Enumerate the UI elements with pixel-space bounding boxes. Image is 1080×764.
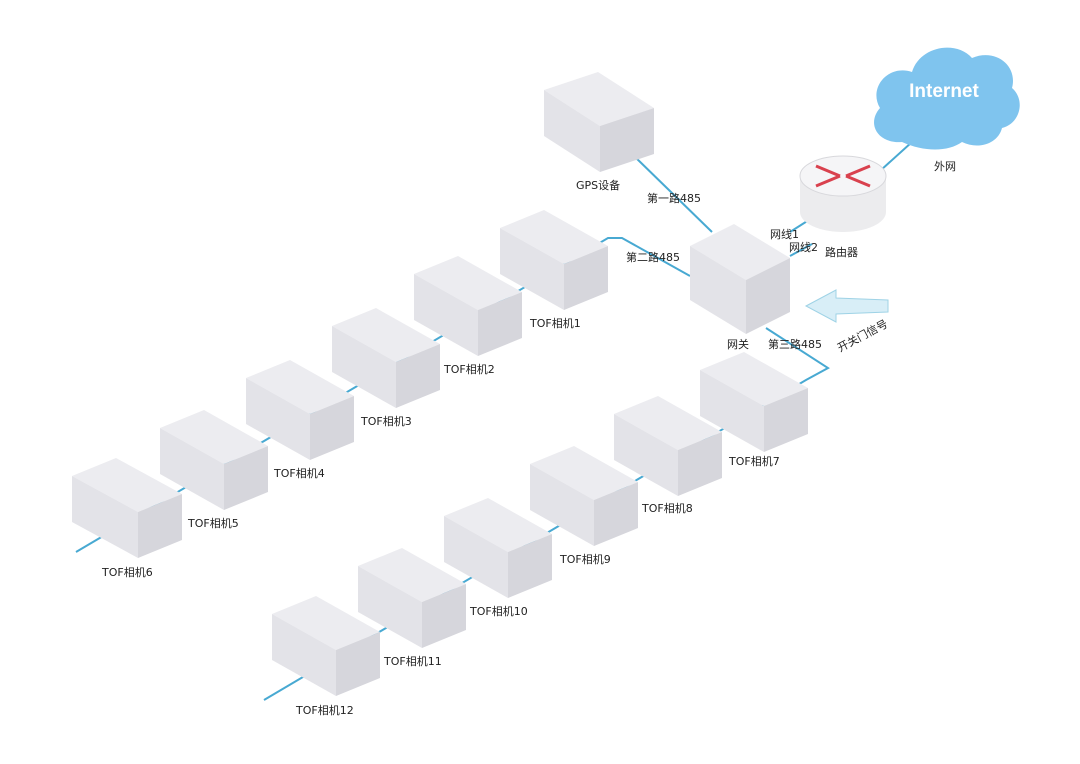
camera-8 [614,396,722,496]
camera-2-label: TOF相机2 [443,362,495,376]
network-cable-2-label: 网线2 [789,240,818,254]
camera-7-label: TOF相机7 [728,454,780,468]
camera-10 [444,498,552,598]
gateway-side [746,258,790,334]
camera-7 [700,352,808,452]
camera-4 [246,360,354,460]
camera-9 [530,446,638,546]
camera-2 [414,256,522,356]
camera-8-label: TOF相机8 [641,501,693,515]
camera-3 [332,308,440,408]
router [799,155,887,232]
camera-4-label: TOF相机4 [273,466,325,480]
gateway [690,224,790,334]
labels: GPS设备 第一路485 第二路485 第三路485 网线1 网线2 路由器 外… [101,160,956,717]
camera-12 [272,596,380,696]
gps-device-label: GPS设备 [576,178,620,192]
gps-device-front [544,90,600,172]
router-top [799,155,887,197]
rs485-line-3-label: 第三路485 [768,337,822,351]
camera-5-label: TOF相机5 [187,516,239,530]
router-arrows-icon [815,164,871,188]
camera-11-label: TOF相机11 [383,654,442,668]
gateway-label: 网关 [727,337,749,351]
network-cable-1-label: 网线1 [770,227,799,241]
camera-6 [72,458,182,558]
camera-1 [500,210,608,310]
router-label: 路由器 [825,245,858,259]
camera-1-label: TOF相机1 [529,316,581,330]
rs485-line-1-label: 第一路485 [647,191,701,205]
internet-cloud-label: Internet [909,81,979,102]
camera-11 [358,548,466,648]
switch-signal-arrow-icon [804,289,889,323]
rs485-line-2-label: 第二路485 [626,250,680,264]
switch-signal-arrow [804,289,889,323]
camera-3-label: TOF相机3 [360,414,412,428]
gateway-top [690,224,790,280]
gps-device-top [544,72,654,126]
gps-device-side [600,108,654,172]
camera-6-label: TOF相机6 [101,565,153,579]
camera-12-label: TOF相机12 [295,703,354,717]
camera-9-label: TOF相机9 [559,552,611,566]
internet-caption: 外网 [934,160,956,173]
cloud-icon [874,47,1020,150]
gps-device [544,72,654,172]
gateway-front [690,246,746,334]
line-gateway-to-router-2 [789,243,813,257]
line-gps-to-gateway [631,153,713,233]
camera-5 [160,410,268,510]
switch-signal-label: 开关门信号 [835,316,890,354]
internet-cloud: Internet [874,47,1020,150]
camera-10-label: TOF相机10 [469,604,528,618]
